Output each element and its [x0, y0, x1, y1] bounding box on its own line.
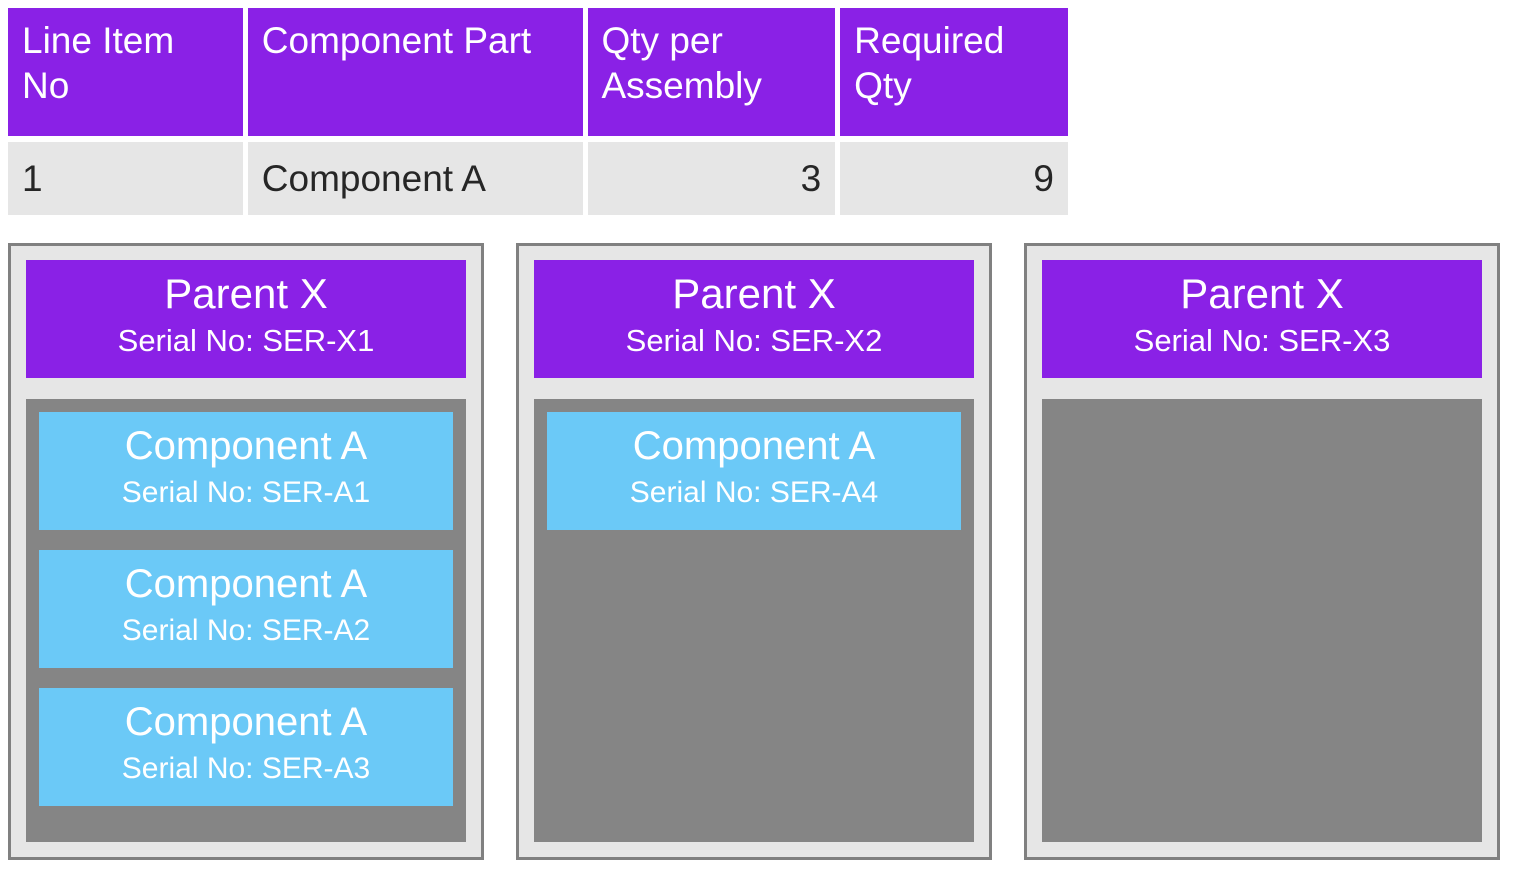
component-container: Component A Serial No: SER-A1 Component …	[26, 399, 466, 842]
component-serial-no: Serial No: SER-A2	[121, 614, 371, 647]
cell-component-part: Component A	[247, 142, 583, 215]
table-row: 1 Component A 3 9	[8, 142, 1068, 215]
table-header-required-qty: Required Qty	[840, 8, 1068, 136]
table-header-row: Line Item No Component Part Qty per Asse…	[8, 8, 1068, 136]
table-header-line-item-no: Line Item No	[8, 8, 243, 136]
cell-required-qty: 9	[840, 142, 1068, 215]
parent-header: Parent X Serial No: SER-X3	[1042, 260, 1482, 378]
cell-line-item-no: 1	[8, 142, 243, 215]
component-container: Component A Serial No: SER-A4	[534, 399, 974, 842]
component-box: Component A Serial No: SER-A1	[39, 412, 453, 530]
component-title: Component A	[124, 700, 368, 744]
component-box: Component A Serial No: SER-A4	[547, 412, 961, 530]
component-box: Component A Serial No: SER-A3	[39, 688, 453, 806]
parent-title: Parent X	[1180, 270, 1344, 317]
parent-card-list: Parent X Serial No: SER-X1 Component A S…	[8, 243, 1500, 860]
component-serial-no: Serial No: SER-A3	[121, 752, 371, 785]
parent-serial-no: Serial No: SER-X3	[1133, 323, 1391, 358]
component-serial-no: Serial No: SER-A4	[629, 476, 879, 509]
component-serial-no: Serial No: SER-A1	[121, 476, 371, 509]
component-container	[1042, 399, 1482, 842]
component-title: Component A	[124, 562, 368, 606]
parent-title: Parent X	[672, 270, 836, 317]
cell-qty-per-assembly: 3	[587, 142, 836, 215]
bom-table: Line Item No Component Part Qty per Asse…	[8, 8, 1068, 215]
parent-card: Parent X Serial No: SER-X2 Component A S…	[516, 243, 992, 860]
table-header-component-part: Component Part	[247, 8, 583, 136]
parent-card: Parent X Serial No: SER-X1 Component A S…	[8, 243, 484, 860]
component-title: Component A	[124, 424, 368, 468]
parent-serial-no: Serial No: SER-X1	[117, 323, 375, 358]
parent-header: Parent X Serial No: SER-X1	[26, 260, 466, 378]
table-header-qty-per-assembly: Qty per Assembly	[587, 8, 836, 136]
component-box: Component A Serial No: SER-A2	[39, 550, 453, 668]
parent-card: Parent X Serial No: SER-X3	[1024, 243, 1500, 860]
parent-header: Parent X Serial No: SER-X2	[534, 260, 974, 378]
parent-serial-no: Serial No: SER-X2	[625, 323, 883, 358]
parent-title: Parent X	[164, 270, 328, 317]
component-title: Component A	[632, 424, 876, 468]
